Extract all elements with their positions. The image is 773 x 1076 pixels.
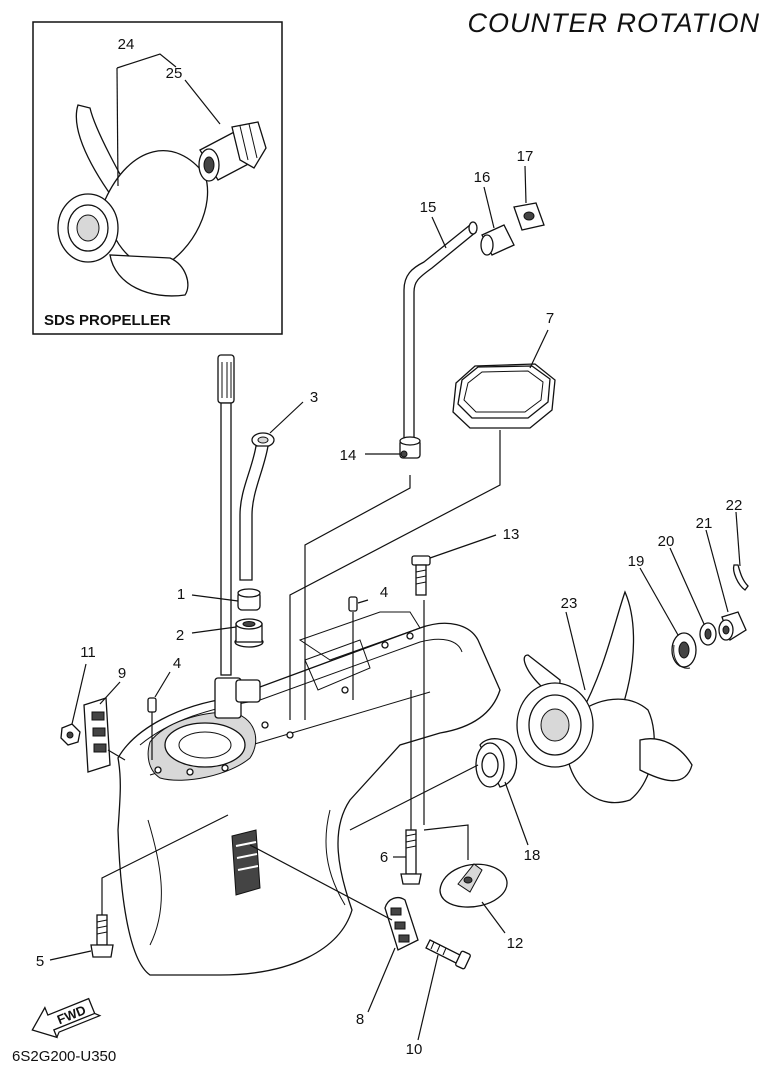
leader-gasket-down [289,430,501,720]
dowel-pin-part-4-upper [348,596,358,612]
leader-22 [735,511,741,567]
leader-12 [481,901,506,934]
drive-shaft [217,354,235,676]
leader-10 [417,954,439,1041]
cooling-hose-part-15 [403,221,478,441]
sds-propeller-inset: 24 25 SDS PROPELLER [32,21,283,335]
leader-21 [705,529,729,613]
callout-11: 11 [80,644,96,661]
prop-nut-part-21 [718,611,747,641]
callout-10: 10 [406,1041,423,1058]
diagram-title: COUNTER ROTATION [468,8,761,38]
screw-part-10 [425,939,471,970]
cotter-pin-part-22 [732,564,749,591]
callout-5: 5 [36,953,44,970]
callout-16: 16 [474,169,491,186]
cover-part-8 [384,897,419,951]
leader-5 [49,950,92,961]
leader-20 [669,547,705,625]
callout-22: 22 [726,497,743,514]
leader-7 [529,329,549,369]
callout-17: 17 [517,148,534,165]
sds-propeller-drawing [57,104,209,297]
sds-sleeve-part [198,121,267,182]
leader-cover-9 [107,749,126,761]
callout-25: 25 [166,65,183,82]
leader-bolt-5-up [101,814,229,915]
callout-8: 8 [356,1011,364,1028]
leader-2 [191,626,237,634]
callout-9: 9 [118,665,126,682]
cover-part-9 [83,697,111,773]
leader-18 [504,781,529,846]
water-tube-part-3 [239,432,275,581]
callout-1: 1 [177,586,185,603]
nut-part-11 [60,723,81,746]
leader-8 [367,947,396,1013]
leader-4a [357,599,369,604]
anode-part-12 [439,863,508,908]
fitting-part-14 [399,436,421,459]
dowel-pin-part-4-lower [147,697,157,713]
gasket-part-7 [452,363,556,429]
callout-21: 21 [696,515,713,532]
callout-19: 19 [628,553,645,570]
callout-14: 14 [340,447,357,464]
propeller-part-23 [516,590,693,804]
leader-23 [565,611,586,691]
callout-4-lower: 4 [173,655,181,672]
leader-cover-8-up [249,844,393,921]
callout-6: 6 [380,849,388,866]
sleeve-part-16 [480,224,515,256]
leader-16 [483,186,495,229]
leader-15 [431,216,447,249]
forward-direction-arrow: FWD [31,997,102,1039]
leader-24-down [116,67,119,187]
callout-3: 3 [310,389,318,406]
inset-frame [32,21,283,335]
bolt-part-6 [400,829,422,885]
callout-7: 7 [546,310,554,327]
leader-9 [99,681,121,705]
callout-23: 23 [561,595,578,612]
callout-15: 15 [420,199,437,216]
leader-1 [191,594,239,602]
bolt-part-5 [90,914,114,958]
callout-4-upper: 4 [380,584,388,601]
leader-anode-up [423,824,469,860]
callout-12: 12 [507,935,524,952]
leader-13 [429,534,497,559]
leader-24 [116,53,177,69]
bushing-part-18 [475,738,518,788]
callout-13: 13 [503,526,520,543]
grommet-part-1 [237,588,261,611]
callout-20: 20 [658,533,675,550]
leader-fitting-down [304,475,411,720]
leader-4b [154,671,171,698]
inset-caption: SDS PROPELLER [44,312,171,329]
leader-19 [639,567,679,636]
leader-3 [269,401,304,434]
callout-24: 24 [118,36,135,53]
washer-part-20 [699,622,717,646]
clip-part-17 [513,202,545,231]
leader-25 [184,79,221,125]
callout-2: 2 [176,627,184,644]
callout-18: 18 [524,847,541,864]
leader-bushing-18 [349,764,479,831]
seal-part-2 [234,618,264,648]
leader-11 [71,663,87,725]
thrust-washer-part-19 [671,632,697,669]
leader-17 [524,165,527,204]
diagram-code: 6S2G200-U350 [12,1048,116,1065]
bolt-part-13 [411,555,431,596]
